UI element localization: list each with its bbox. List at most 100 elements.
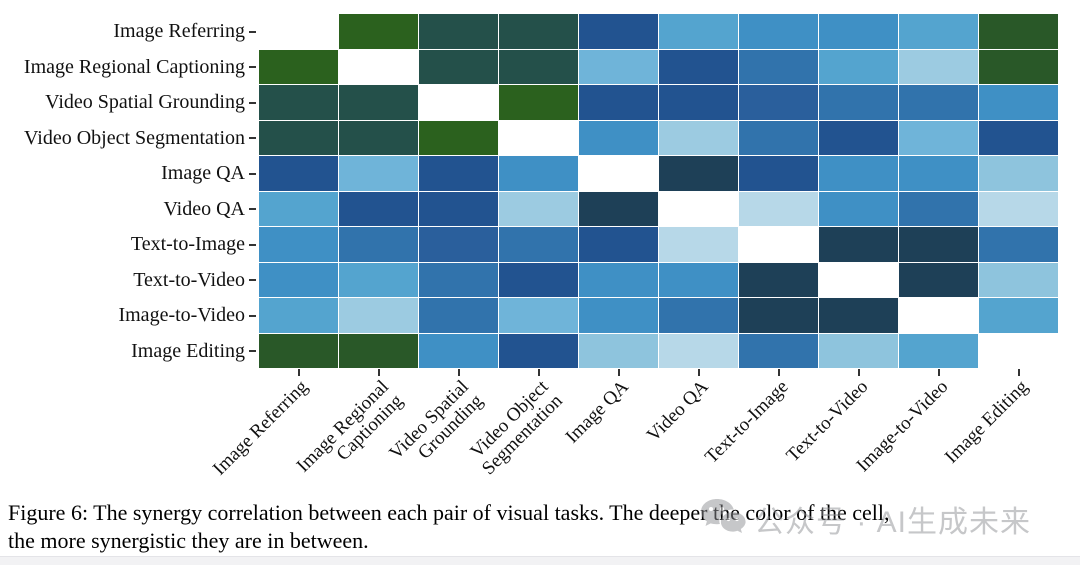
heatmap-cell [339,49,418,84]
heatmap-cell [899,227,978,262]
heatmap-cell [339,191,418,226]
row-label: Image QA [161,162,245,184]
heatmap-cell [339,333,418,368]
heatmap-cell [739,120,818,155]
heatmap-cell [979,298,1058,333]
y-tick [249,101,256,104]
heatmap-cell [499,262,578,297]
figure-caption-line-1: Figure 6: The synergy correlation betwee… [8,500,890,525]
y-tick [249,30,256,33]
column-label: Image QA [561,376,633,448]
heatmap-cell [419,49,498,84]
y-tick [249,172,256,175]
x-tick [457,369,460,376]
heatmap-cell [819,49,898,84]
heatmap-cell [339,120,418,155]
heatmap-cell [739,262,818,297]
heatmap-cell [339,156,418,191]
heatmap-cell [579,120,658,155]
figure-caption: Figure 6: The synergy correlation betwee… [8,499,1068,555]
heatmap-cell [419,14,498,49]
heatmap-cell [899,262,978,297]
heatmap-cell [819,333,898,368]
heatmap-cell [659,85,738,120]
heatmap-cell [499,333,578,368]
heatmap-cell [259,156,338,191]
heatmap-cell [579,191,658,226]
heatmap-cell [819,298,898,333]
heatmap-cell [659,120,738,155]
heatmap-cell [259,120,338,155]
heatmap-cell [979,191,1058,226]
heatmap-cell [819,14,898,49]
x-tick [297,369,300,376]
row-label: Text-to-Image [130,233,245,255]
heatmap-cell [259,298,338,333]
heatmap-cell [979,14,1058,49]
column-label: Video Object Segmentation [466,376,567,480]
heatmap-cell [499,156,578,191]
x-tick [857,369,860,376]
heatmap-cell [419,191,498,226]
heatmap-cell [739,298,818,333]
heatmap-cell [659,191,738,226]
heatmap-cell [339,227,418,262]
heatmap-cell [979,262,1058,297]
y-tick [249,137,256,140]
heatmap-cell [259,191,338,226]
heatmap-cell [659,298,738,333]
column-label: Image Regional Captioning [292,376,407,477]
x-tick [617,369,620,376]
column-label: Image Editing [941,376,1033,468]
row-label: Video Object Segmentation [24,126,245,149]
row-label: Image Editing [131,339,245,362]
y-tick [249,350,256,353]
heatmap-cell [339,298,418,333]
heatmap-cell [499,85,578,120]
y-tick [249,66,256,69]
heatmap-cell [579,227,658,262]
y-tick [249,243,256,246]
x-tick [1017,369,1020,376]
heatmap-cell [819,120,898,155]
heatmap-cell [259,262,338,297]
x-tick [537,369,540,376]
heatmap-cell [419,298,498,333]
heatmap-cell [979,120,1058,155]
heatmap-cell [899,333,978,368]
y-tick [249,208,256,211]
heatmap-cell [979,156,1058,191]
heatmap-cell [659,262,738,297]
heatmap-cell [259,49,338,84]
heatmap-cell [659,333,738,368]
row-label: Image Referring [113,20,245,42]
heatmap-cell [579,333,658,368]
column-label: Video QA [643,376,713,446]
heatmap-cell [819,85,898,120]
heatmap-cell [579,156,658,191]
x-tick [937,369,940,376]
heatmap-cell [419,120,498,155]
heatmap-cell [899,120,978,155]
heatmap-cell [499,298,578,333]
heatmap-cell [659,156,738,191]
x-tick [377,369,380,376]
x-tick [697,369,700,376]
heatmap-cell [739,333,818,368]
heatmap-cell [739,85,818,120]
heatmap-cell [499,14,578,49]
heatmap-cell [819,191,898,226]
row-label: Video Spatial Grounding [45,91,245,113]
heatmap-cell [419,85,498,120]
heatmap-cell [499,227,578,262]
heatmap-cell [979,85,1058,120]
heatmap-cell [339,14,418,49]
heatmap-cell [339,85,418,120]
row-label: Text-to-Video [133,268,245,291]
heatmap-cell [419,227,498,262]
y-tick [249,279,256,282]
column-label: Video Spatial Grounding [385,376,487,464]
heatmap-cell [739,14,818,49]
heatmap-cell [579,298,658,333]
heatmap-cell [659,49,738,84]
